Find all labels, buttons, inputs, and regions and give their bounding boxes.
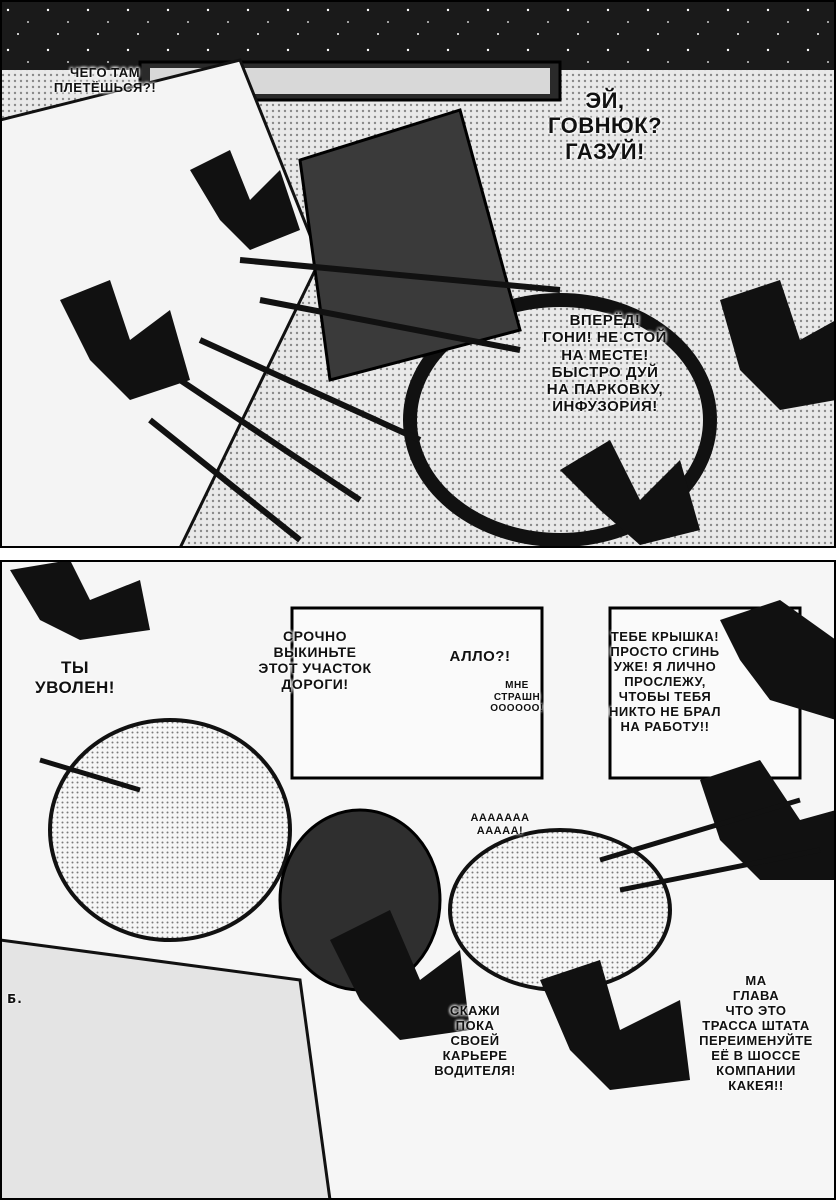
- panel-gutter: [0, 548, 836, 560]
- bottom-panel-artwork: [0, 560, 836, 1200]
- speech-bubble-remove-road: СРОЧНО ВЫКИНЬТЕ ЭТОТ УЧАСТОК ДОРОГИ!: [258, 628, 372, 693]
- speech-bubble-step-on-it: ЭЙ, ГОВНЮК? ГАЗУЙ!: [547, 88, 663, 164]
- speech-bubble-go-go: ВПЕРЁД! ГОНИ! НЕ СТОЙ НА МЕСТЕ! БЫСТРО Д…: [543, 312, 667, 416]
- speech-bubble-scream: ААААААА ААААА!: [470, 812, 530, 837]
- sfx-left-edge: Б.: [7, 992, 23, 1006]
- speech-bubble-scared: МНЕ СТРАШН ОООООО!: [490, 680, 544, 714]
- speech-bubble-fired: ТЫ УВОЛЕН!: [35, 658, 115, 697]
- speech-bubble-youre-done: ТЕБЕ КРЫШКА! ПРОСТО СГИНЬ УЖЕ! Я ЛИЧНО П…: [608, 629, 722, 734]
- speech-bubble-hello: АЛЛО?!: [449, 648, 511, 665]
- bottom-panel: ТЫ УВОЛЕН! СРОЧНО ВЫКИНЬТЕ ЭТОТ УЧАСТОК …: [0, 560, 836, 1200]
- top-panel-artwork: [0, 0, 836, 548]
- speech-bubble-career: СКАЖИ ПОКА СВОЕЙ КАРЬЕРЕ ВОДИТЕЛЯ!: [434, 1003, 516, 1078]
- top-panel: ЧЕГО ТАМ ПЛЕТЁШЬСЯ?! ЭЙ, ГОВНЮК? ГАЗУЙ! …: [0, 0, 836, 548]
- speech-bubble-dawdling: ЧЕГО ТАМ ПЛЕТЁШЬСЯ?!: [53, 65, 157, 95]
- speech-bubble-rename-highway: МА ГЛАВА ЧТО ЭТО ТРАССА ШТАТА ПЕРЕИМЕНУЙ…: [699, 973, 813, 1093]
